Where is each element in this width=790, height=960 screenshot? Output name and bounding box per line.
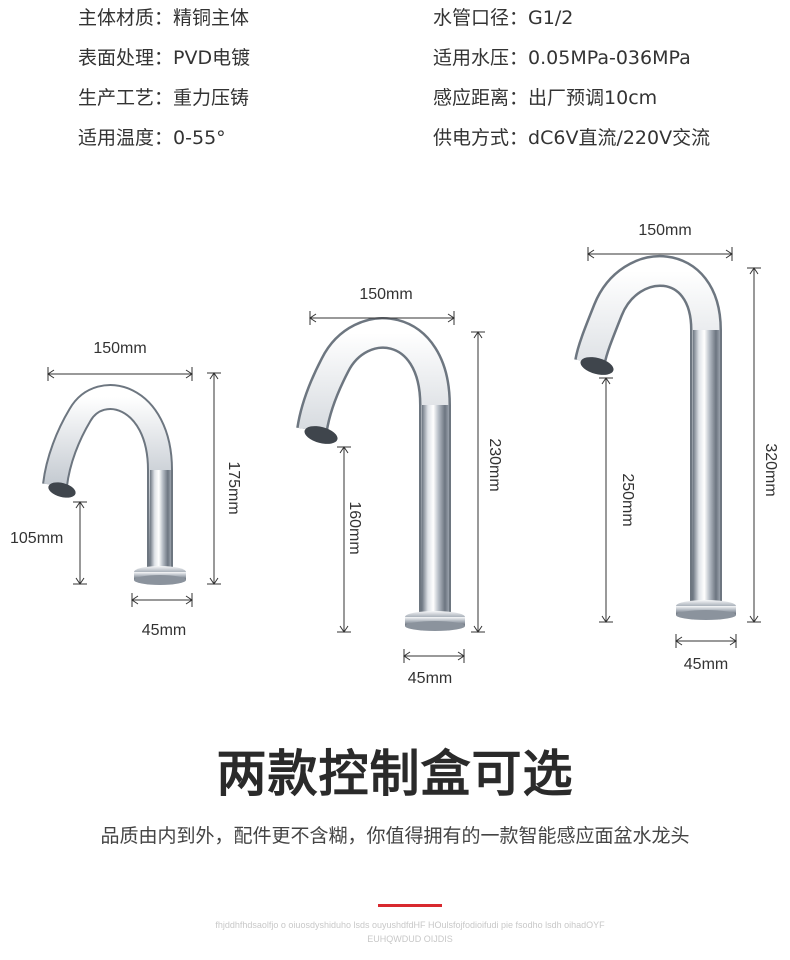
- spec-sensor-range: 感应距离：出厂预调10cm: [433, 87, 658, 109]
- medium-width-label: 150mm: [359, 286, 413, 303]
- small-height-label: 175mm: [225, 461, 242, 515]
- large-width-label: 150mm: [638, 222, 692, 239]
- dims-large: [587, 247, 761, 648]
- dims-medium: [309, 311, 485, 663]
- faucet-small: [42, 384, 186, 585]
- spec-process: 生产工艺：重力压铸: [78, 87, 250, 109]
- large-height-label: 320mm: [762, 443, 779, 497]
- small-width-label: 150mm: [93, 340, 147, 357]
- spec-material: 主体材质：精铜主体: [78, 7, 250, 29]
- large-spout-label: 250mm: [619, 473, 636, 527]
- faint-caption: fhjddhfhdsaolfjo o oiuosdyshiduho lsds o…: [215, 920, 605, 944]
- faucet-dimension-diagram: [42, 247, 761, 663]
- dims-small: [47, 367, 221, 607]
- faucet-large: [574, 255, 736, 620]
- small-spout-label: 105mm: [10, 530, 64, 547]
- medium-height-label: 230mm: [486, 438, 503, 492]
- spec-pipe-size: 水管口径：G1/2: [433, 7, 574, 29]
- spec-temperature: 适用温度：0-55°: [78, 127, 226, 149]
- section-subtitle: 品质由内到外，配件更不含糊，你值得拥有的一款智能感应面盆水龙头: [100, 825, 690, 847]
- section-title: 两款控制盒可选: [216, 745, 574, 803]
- medium-base-label: 45mm: [407, 670, 453, 687]
- faucet-medium: [296, 317, 465, 631]
- accent-divider: [378, 904, 442, 907]
- large-base-label: 45mm: [683, 656, 729, 673]
- spec-pressure: 适用水压：0.05MPa-036MPa: [433, 47, 691, 69]
- spec-power: 供电方式：dC6V直流/220V交流: [433, 127, 711, 149]
- small-base-label: 45mm: [141, 622, 187, 639]
- spec-surface: 表面处理：PVD电镀: [78, 47, 251, 69]
- medium-spout-label: 160mm: [346, 501, 363, 555]
